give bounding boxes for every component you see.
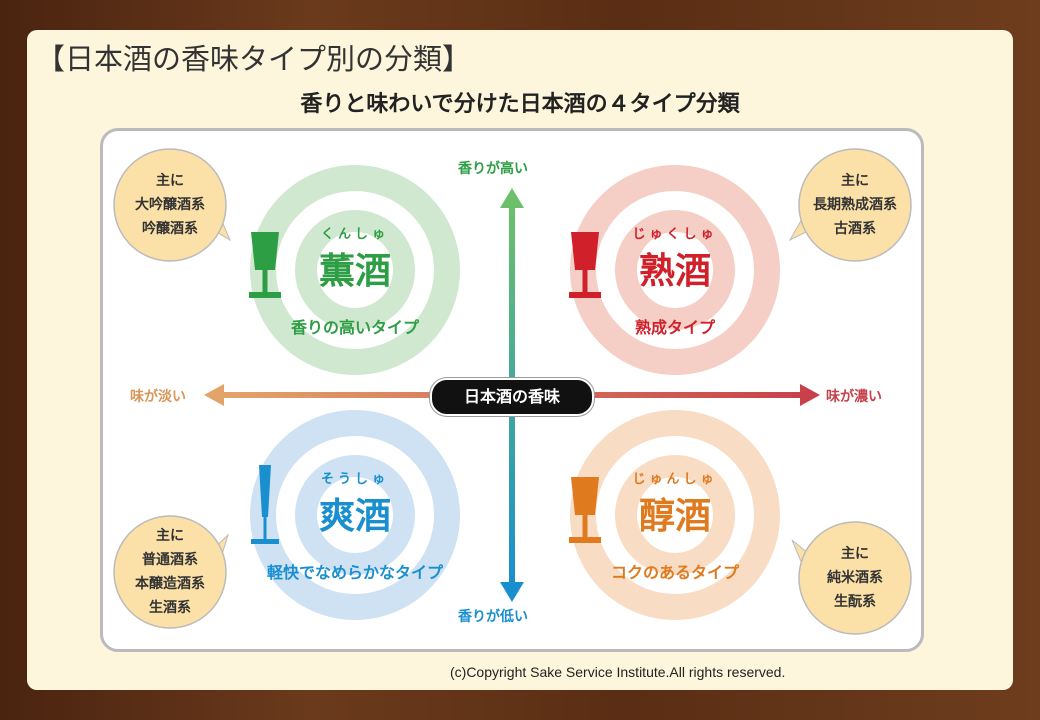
name-reading: じゅくしゅ bbox=[632, 227, 718, 242]
example-item: 普通酒系 bbox=[142, 552, 198, 568]
copyright: (c)Copyright Sake Service Institute.All … bbox=[450, 664, 786, 680]
name-reading: そうしゅ bbox=[320, 472, 389, 487]
example-item: 長期熟成酒系 bbox=[813, 197, 897, 213]
name-reading: くんしゅ bbox=[320, 227, 389, 242]
sake-glass-icon bbox=[251, 465, 279, 544]
example-item: 大吟醸酒系 bbox=[135, 197, 205, 213]
example-item: 主に bbox=[156, 173, 184, 189]
axis-label-left: 味が淡い bbox=[130, 389, 186, 405]
sake-glass-icon bbox=[249, 232, 281, 298]
center-label: 日本酒の香味 bbox=[430, 378, 594, 416]
type-name: 薫酒 bbox=[318, 251, 391, 292]
sake-glass-icon bbox=[569, 477, 601, 543]
sake-glass-icon bbox=[569, 232, 601, 298]
example-list: 主に普通酒系本醸造酒系生酒系 bbox=[114, 524, 226, 620]
type-name: 醇酒 bbox=[638, 496, 711, 537]
page-title: 【日本酒の香味タイプ別の分類】 bbox=[36, 42, 472, 76]
diagram-subtitle: 香りと味わいで分けた日本酒の４タイプ分類 bbox=[300, 92, 740, 117]
axis-label-up: 香りが高い bbox=[458, 161, 528, 177]
inner-core bbox=[637, 232, 713, 308]
type-description: 軽快でなめらかなタイプ bbox=[266, 563, 443, 582]
example-list: 主に純米酒系生酛系 bbox=[799, 542, 911, 614]
inner-core bbox=[317, 477, 393, 553]
example-item: 主に bbox=[841, 546, 869, 562]
example-item: 古酒系 bbox=[834, 221, 876, 237]
example-item: 吟醸酒系 bbox=[142, 221, 198, 237]
example-item: 純米酒系 bbox=[827, 570, 883, 586]
type-description: 香りの高いタイプ bbox=[290, 318, 419, 337]
arrow-right bbox=[800, 384, 820, 406]
type-description: コクのあるタイプ bbox=[610, 563, 739, 582]
example-item: 主に bbox=[156, 528, 184, 544]
example-bubble bbox=[798, 148, 912, 262]
example-bubble bbox=[798, 521, 912, 635]
example-list: 主に大吟醸酒系吟醸酒系 bbox=[114, 169, 226, 241]
arrow-up bbox=[500, 188, 524, 208]
arrow-down bbox=[500, 582, 524, 602]
type-description: 熟成タイプ bbox=[634, 318, 715, 337]
example-list: 主に長期熟成酒系古酒系 bbox=[799, 169, 911, 241]
axis-label-right: 味が濃い bbox=[826, 389, 882, 405]
example-item: 生酛系 bbox=[834, 594, 876, 610]
inner-core bbox=[317, 232, 393, 308]
arrow-left bbox=[204, 384, 224, 406]
example-bubble bbox=[113, 515, 227, 629]
type-name: 熟酒 bbox=[638, 251, 711, 292]
name-reading: じゅんしゅ bbox=[632, 472, 718, 487]
example-item: 本醸造酒系 bbox=[135, 576, 205, 592]
example-bubble bbox=[113, 148, 227, 262]
example-item: 生酒系 bbox=[149, 600, 191, 616]
inner-core bbox=[637, 477, 713, 553]
example-item: 主に bbox=[841, 173, 869, 189]
axis-label-down: 香りが低い bbox=[458, 609, 528, 625]
type-name: 爽酒 bbox=[318, 496, 391, 537]
